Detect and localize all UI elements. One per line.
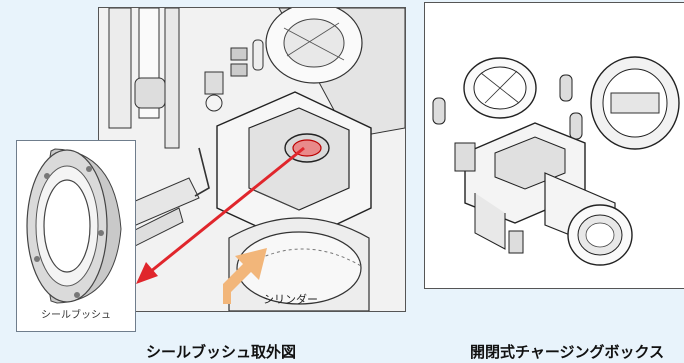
charging-box-drawing xyxy=(432,56,680,266)
seal-bush-inset: シールブッシュ xyxy=(16,140,136,332)
cylinder-label: シリンダー xyxy=(263,293,318,306)
seal-bush-label: シールブッシュ xyxy=(41,310,111,321)
machine-interior-drawing xyxy=(99,8,405,311)
removal-illustration-panel xyxy=(98,7,406,312)
charging-box-caption: 開閉式チャージングボックス xyxy=(470,343,665,361)
charging-box-illustration-panel xyxy=(424,2,684,289)
seal-bush-drawing xyxy=(26,148,122,304)
removal-diagram-caption: シールブッシュ取外図 xyxy=(146,343,297,361)
